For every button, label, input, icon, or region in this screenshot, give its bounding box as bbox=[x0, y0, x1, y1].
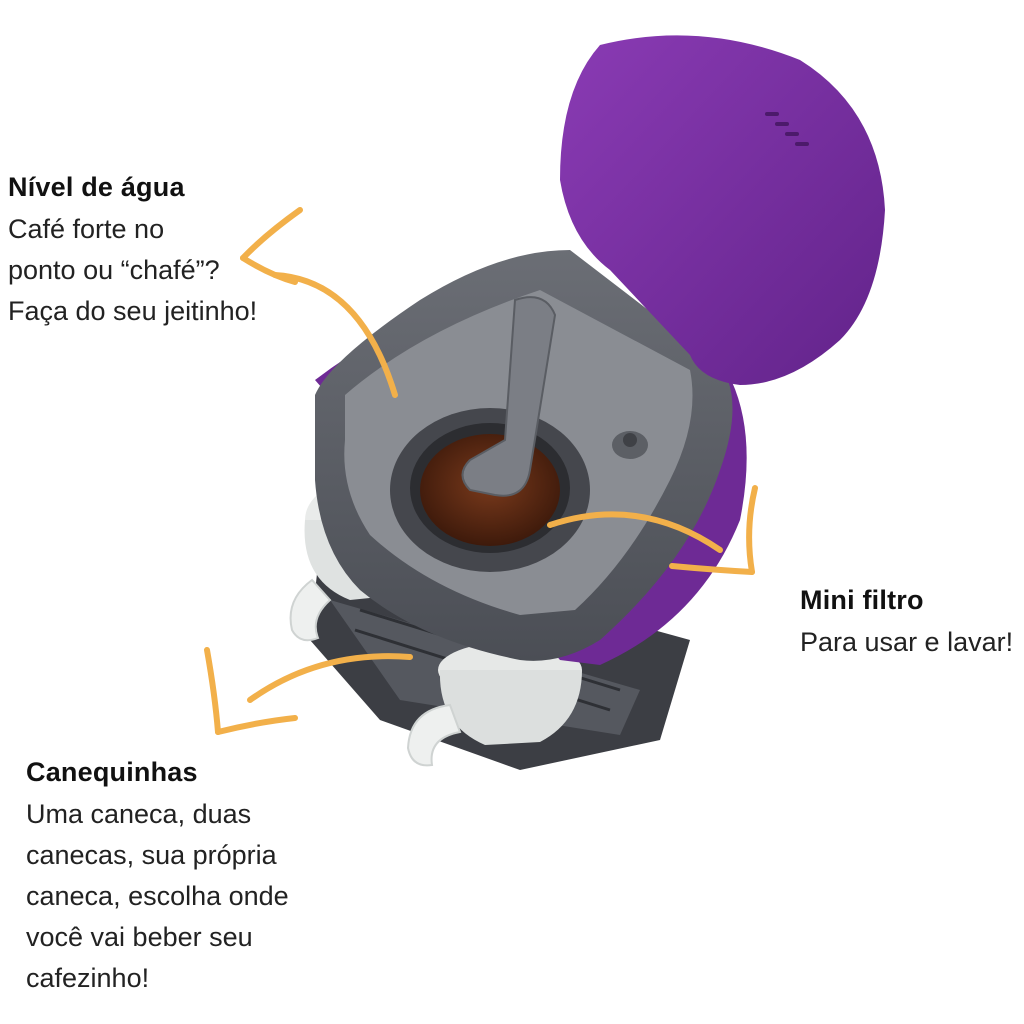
callout-text: Uma caneca, duas canecas, sua própria ca… bbox=[26, 799, 289, 993]
arrow-mugs bbox=[204, 647, 413, 735]
valve-knob bbox=[612, 431, 648, 459]
lid bbox=[560, 35, 885, 385]
callout-title: Mini filtro bbox=[800, 585, 924, 615]
callout-text: Para usar e lavar! bbox=[800, 627, 1014, 657]
callout-text: Café forte no ponto ou “chafé”? Faça do … bbox=[8, 214, 258, 326]
callout-title: Canequinhas bbox=[26, 757, 198, 787]
callout-mugs: Canequinhas Uma caneca, duas canecas, su… bbox=[26, 757, 326, 999]
lid-vents bbox=[765, 112, 809, 146]
callout-title: Nível de água bbox=[8, 172, 185, 202]
callout-water-level: Nível de água Café forte no ponto ou “ch… bbox=[8, 172, 308, 332]
arrow-water-level bbox=[240, 207, 398, 398]
mug-front bbox=[406, 642, 582, 767]
shower-arm bbox=[461, 296, 557, 497]
arrow-mini-filter bbox=[547, 485, 758, 575]
callout-mini-filter: Mini filtro Para usar e lavar! bbox=[800, 585, 1024, 663]
